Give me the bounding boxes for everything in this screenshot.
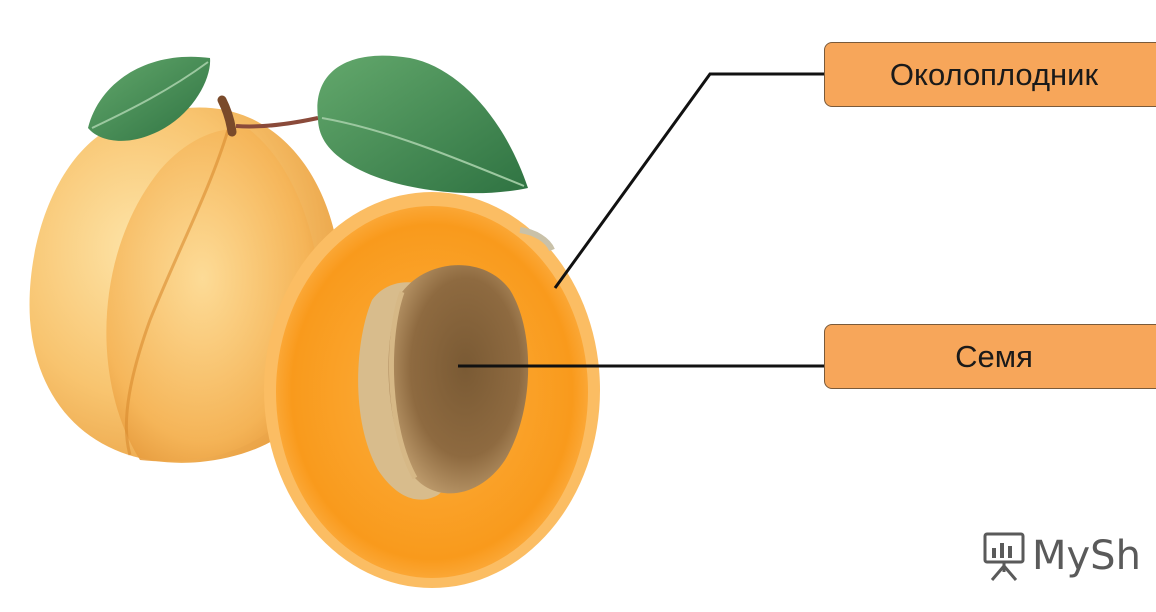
leaf-right: [317, 55, 528, 194]
stem: [217, 95, 319, 137]
label-pericarp: Околоплодник: [824, 42, 1156, 107]
apricot-pit: [358, 265, 529, 500]
watermark-text: MySh: [1032, 533, 1141, 579]
label-seed-text: Семя: [955, 338, 1033, 374]
watermark: MySh: [982, 530, 1141, 582]
label-seed: Семя: [824, 324, 1156, 389]
label-pericarp-text: Околоплодник: [889, 56, 1099, 92]
leader-line-pericarp: [553, 72, 824, 289]
leaf-left: [88, 56, 211, 141]
presentation-board-icon: [982, 530, 1026, 582]
